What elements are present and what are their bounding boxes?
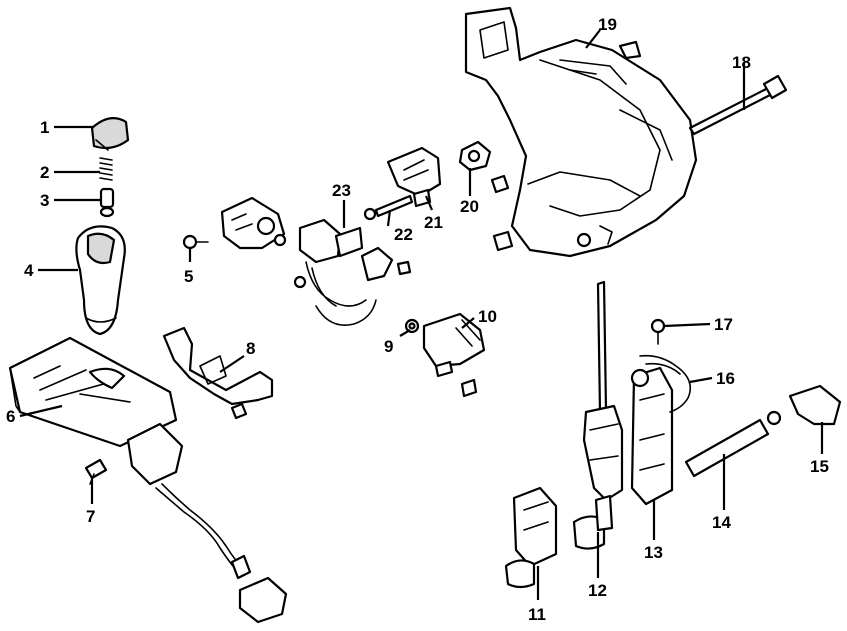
callout-3: 3	[40, 191, 49, 210]
part-3-pin	[99, 187, 115, 218]
callout-9: 9	[384, 337, 393, 356]
callout-10: 10	[478, 307, 497, 326]
part-9-nut	[404, 318, 420, 334]
part-10-solenoid	[422, 312, 486, 398]
callout-4: 4	[24, 261, 34, 280]
callout-14: 14	[712, 513, 731, 532]
part-1-knob-button	[90, 117, 130, 151]
callout-1: 1	[40, 118, 49, 137]
callout-13: 13	[644, 543, 663, 562]
part-17-screw	[650, 318, 666, 345]
part-18-bolt	[688, 74, 788, 136]
part-15-lever-end	[766, 384, 842, 426]
callout-23: 23	[332, 181, 351, 200]
callout-8: 8	[246, 339, 255, 358]
callout-labels: 1 2 3 4 5 6 7 8 9 10 11 12 13 14 15 16 1…	[6, 15, 829, 624]
callout-7: 7	[86, 507, 95, 526]
part-22-rod	[363, 194, 414, 221]
part-16-clip	[639, 354, 692, 413]
callout-12: 12	[588, 581, 607, 600]
shift-lock-solenoid	[220, 196, 287, 250]
callout-5: 5	[184, 267, 193, 286]
callout-15: 15	[810, 457, 829, 476]
part-7-screw	[84, 458, 108, 485]
part-13-plate	[630, 366, 674, 506]
callout-18: 18	[732, 53, 751, 72]
part-23-connector	[293, 218, 412, 326]
part-20-nut	[458, 140, 510, 194]
callout-19: 19	[598, 15, 617, 34]
callout-2: 2	[40, 163, 49, 182]
callout-16: 16	[716, 369, 735, 388]
part-11-detent	[504, 486, 558, 589]
part-4-shift-knob	[75, 225, 126, 336]
leader-lines	[19, 29, 824, 600]
part-14-shaft	[684, 418, 770, 478]
part-19-main-bracket	[464, 6, 698, 258]
callout-21: 21	[424, 213, 443, 232]
part-8-bracket	[162, 326, 274, 420]
callout-22: 22	[394, 225, 413, 244]
part-12-shift-lever	[572, 280, 624, 550]
part-2-spring	[99, 157, 113, 181]
part-21-switch	[386, 146, 442, 208]
callout-6: 6	[6, 407, 15, 426]
callout-20: 20	[460, 197, 479, 216]
part-5-screw	[182, 234, 209, 250]
part-6-indicator-housing	[8, 336, 288, 624]
callout-17: 17	[714, 315, 733, 334]
callout-11: 11	[528, 605, 546, 624]
